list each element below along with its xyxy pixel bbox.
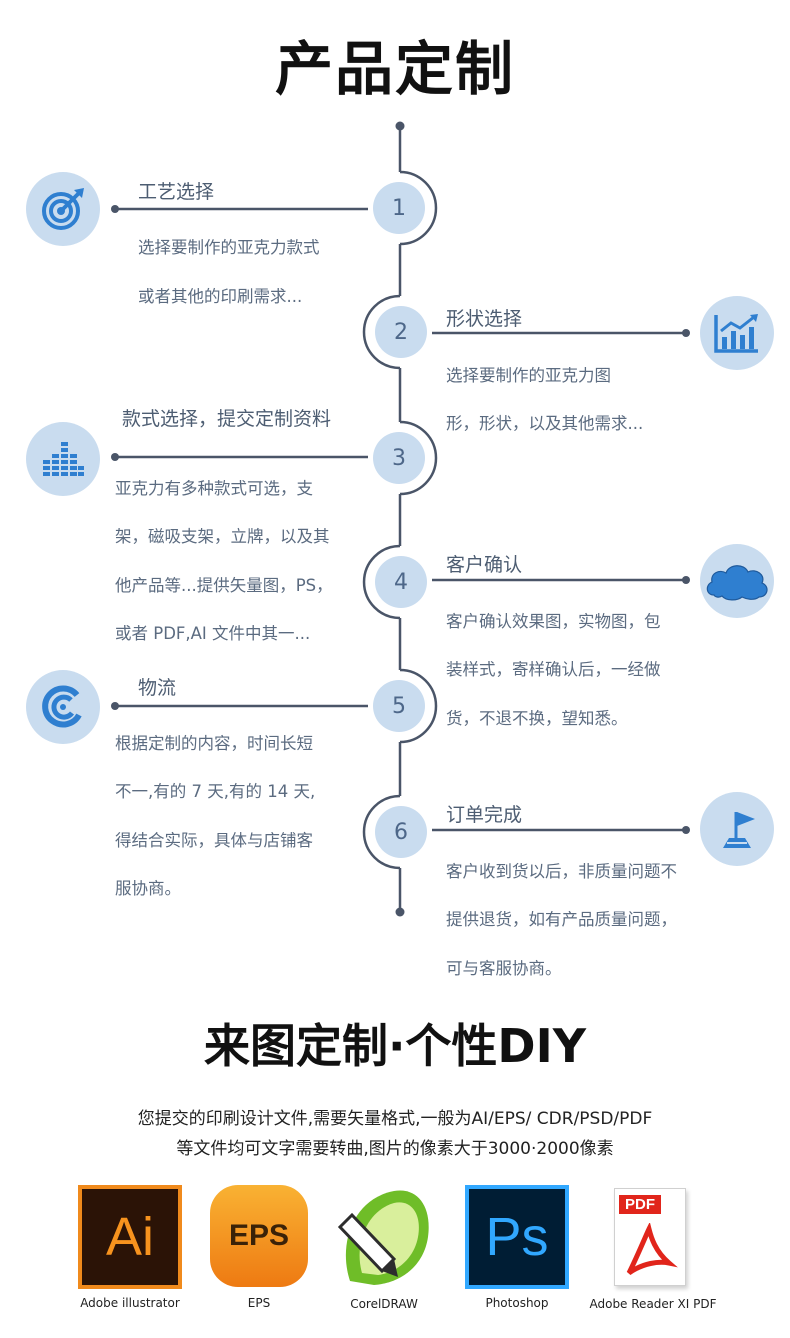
- step-2-desc-2: 形，形状，以及其他需求...: [446, 414, 644, 433]
- illustrator-logo-text: Ai: [105, 1207, 154, 1267]
- step-3-desc-2: 架，磁吸支架，立牌，以及其: [115, 527, 330, 546]
- step-1-title: 工艺选择: [138, 181, 215, 203]
- step-3-title: 款式选择，提交定制资料: [122, 408, 332, 430]
- step-6-desc-3: 可与客服协商。: [446, 959, 562, 978]
- step-1-desc-1: 选择要制作的亚克力款式: [138, 238, 320, 257]
- step-6-desc-2: 提供退货，如有产品质量问题，: [446, 910, 677, 929]
- step-number-4: 4: [375, 556, 427, 608]
- pdf-logo-text: PDF: [619, 1195, 661, 1214]
- software-label-pdf: Adobe Reader XI PDF: [589, 1297, 717, 1311]
- step-5-desc-3: 得结合实际，具体与店铺客: [115, 831, 313, 850]
- pdf-logo: PDF: [614, 1188, 686, 1286]
- section-title: 来图定制·个性DIY: [203, 1019, 587, 1073]
- software-label-illustrator: Adobe illustrator: [80, 1296, 180, 1310]
- photoshop-logo-text: Ps: [485, 1207, 549, 1267]
- step-6-title: 订单完成: [446, 804, 523, 826]
- step-2-desc-1: 选择要制作的亚克力图: [446, 366, 611, 385]
- step-number-6: 6: [375, 806, 427, 858]
- illustrator-logo: Ai: [78, 1185, 182, 1289]
- step-5-title: 物流: [138, 677, 177, 699]
- spiral-icon: [26, 670, 100, 744]
- software-label-eps: EPS: [247, 1296, 271, 1310]
- cloud-icon: [700, 544, 774, 618]
- eps-logo-text: EPS: [228, 1219, 290, 1252]
- step-5-desc-2: 不一,有的 7 天,有的 14 天,: [115, 782, 316, 801]
- photoshop-logo: Ps: [465, 1185, 569, 1289]
- software-label-photoshop: Photoshop: [485, 1296, 549, 1310]
- requirements-line-1: 您提交的印刷设计文件,需要矢量格式,一般为AI/EPS/ CDR/PSD/PDF: [137, 1109, 653, 1129]
- step-number-3: 3: [373, 432, 425, 484]
- step-4-title: 客户确认: [446, 554, 523, 576]
- coreldraw-logo: [337, 1190, 429, 1285]
- step-4-desc-3: 货，不退不换，望知悉。: [446, 709, 628, 728]
- flag-icon: [700, 792, 774, 866]
- step-1-desc-2: 或者其他的印刷需求...: [138, 287, 303, 306]
- requirements-line-2: 等文件均可文字需要转曲,图片的像素大于3000·2000像素: [176, 1139, 614, 1159]
- step-3-desc-4: 或者 PDF,AI 文件中其一...: [115, 624, 311, 643]
- page-title: 产品定制: [274, 35, 515, 103]
- step-6-desc-1: 客户收到货以后，非质量问题不: [446, 862, 677, 881]
- acrobat-icon: [626, 1223, 678, 1276]
- step-2-title: 形状选择: [446, 308, 523, 330]
- equalizer-icon: [26, 422, 100, 496]
- step-number-2: 2: [375, 306, 427, 358]
- step-5-desc-1: 根据定制的内容，时间长短: [115, 734, 313, 753]
- target-icon: [26, 172, 100, 246]
- eps-logo: EPS: [210, 1185, 308, 1287]
- software-label-coreldraw: CorelDRAW: [350, 1297, 418, 1311]
- step-number-1: 1: [373, 182, 425, 234]
- step-5-desc-4: 服协商。: [115, 879, 181, 898]
- step-3-desc-1: 亚克力有多种款式可选，支: [115, 479, 313, 498]
- step-4-desc-2: 装样式，寄样确认后，一经做: [446, 660, 661, 679]
- timeline: [111, 121, 690, 917]
- step-number-5: 5: [373, 680, 425, 732]
- step-4-desc-1: 客户确认效果图，实物图，包: [446, 612, 661, 631]
- chart-growth-icon: [700, 296, 774, 370]
- step-3-desc-3: 他产品等...提供矢量图，PS，: [115, 576, 333, 595]
